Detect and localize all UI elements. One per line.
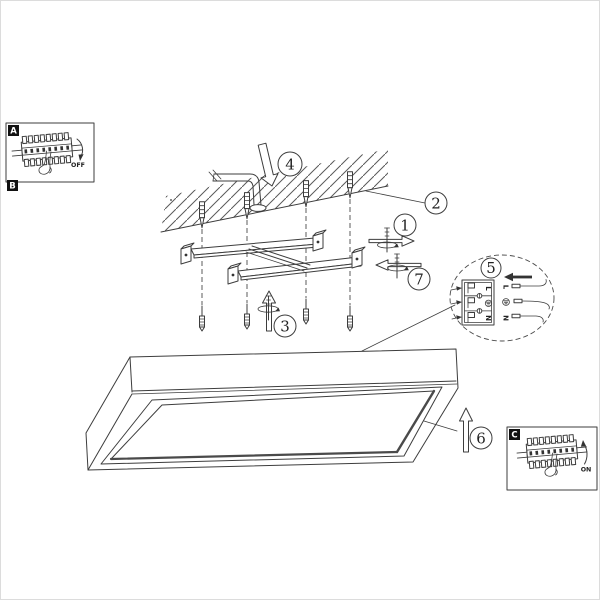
panel-outline — [85, 348, 459, 471]
wire-live-label: L — [502, 285, 510, 290]
corner-bracket — [351, 246, 366, 269]
step-6-icon — [459, 407, 473, 453]
step-5-badge: 5 — [480, 257, 502, 279]
face-left-edge — [87, 393, 133, 471]
detail-leader — [361, 304, 456, 352]
mounting-screw — [244, 303, 250, 330]
step-1-number: 1 — [400, 216, 410, 234]
label-b: B — [9, 182, 15, 192]
step-1-badge: 1 — [393, 213, 417, 237]
label-c-badge: C — [509, 429, 520, 441]
panel-fixture — [85, 348, 459, 471]
terminal-block: L N — [450, 279, 495, 326]
mounting-screw — [347, 305, 353, 332]
switch-on-arrow — [580, 440, 588, 465]
corner-bracket — [312, 229, 327, 252]
step-3-number: 3 — [280, 317, 290, 335]
step-7-badge: 7 — [407, 267, 431, 291]
lead-arrow — [451, 315, 462, 320]
lead-arrow — [450, 286, 462, 291]
inset-power-off: OFF A B — [5, 122, 95, 192]
diffuser-shadow-right — [395, 389, 436, 454]
step-3-badge: 3 — [273, 314, 297, 338]
step-6-leader — [423, 420, 458, 432]
lead-arrow — [450, 300, 462, 305]
earth-icon — [502, 298, 510, 306]
breaker-panel — [11, 132, 83, 167]
inset-power-on: ON C — [506, 426, 598, 491]
ceiling-hole — [249, 204, 267, 212]
label-a: A — [10, 127, 17, 137]
rim-bottom-line2 — [131, 383, 458, 395]
terminal-lever — [467, 312, 475, 323]
wire-neutral — [511, 313, 544, 323]
step-3-icon — [257, 290, 280, 332]
mounting-frame — [180, 229, 366, 285]
label-b-badge: B — [7, 180, 18, 192]
step-7-number: 7 — [414, 270, 424, 288]
rim-bottom-line — [131, 380, 457, 392]
corner-bracket — [180, 242, 195, 265]
step-7-icon — [375, 253, 422, 279]
ceiling — [160, 149, 389, 233]
earth-icon — [484, 299, 493, 307]
label-a-badge: A — [8, 125, 19, 137]
terminal-screw — [476, 308, 483, 314]
rim-left-edge — [129, 356, 133, 393]
step-1-icon — [368, 227, 415, 253]
frame-cross-brace — [245, 245, 311, 272]
on-label: ON — [581, 467, 592, 474]
step-4-number: 4 — [285, 156, 295, 174]
cable-cut-mark — [212, 169, 222, 180]
step-6-badge: 6 — [469, 426, 493, 450]
step-5-number: 5 — [486, 259, 496, 277]
switch-off-arrow — [76, 138, 84, 161]
mains-wires: L N — [502, 279, 550, 323]
mounting-screw — [199, 305, 205, 332]
cable-cut-mark — [208, 171, 218, 182]
terminal-lever — [467, 282, 475, 294]
terminal-live-label: L — [484, 286, 492, 291]
wire-live — [511, 279, 547, 289]
power-cable — [208, 169, 267, 212]
inner-frame — [100, 386, 443, 465]
step-4-arrow — [257, 142, 279, 187]
wire-earth — [513, 298, 550, 310]
label-c: C — [511, 431, 517, 441]
step-2-number: 2 — [431, 194, 441, 212]
step-2-badge: 2 — [424, 191, 448, 215]
frame-rail-front-face — [240, 262, 362, 281]
detail-circle — [449, 254, 555, 342]
wiring-detail-bubble: 5 — [361, 254, 555, 352]
ceiling-hatch — [161, 149, 388, 232]
insert-direction-arrow — [504, 272, 532, 282]
terminal-lever — [467, 297, 475, 309]
terminal-neutral-label: N — [484, 315, 492, 321]
dot — [170, 199, 172, 201]
step-6-number: 6 — [476, 429, 486, 447]
diffuser-shadow-bottom — [109, 450, 399, 461]
off-label: OFF — [71, 162, 85, 169]
terminal-screw — [476, 293, 483, 299]
step-4-badge: 4 — [277, 151, 303, 177]
step-2-leader — [365, 190, 426, 204]
wire-neutral-label: N — [502, 315, 510, 321]
mounting-screw — [303, 298, 309, 325]
